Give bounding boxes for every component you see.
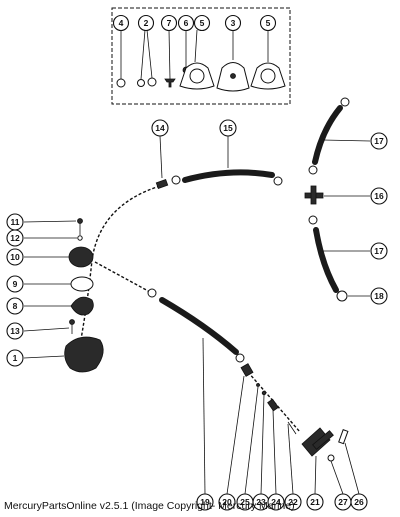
callout-3: 3 — [224, 14, 242, 32]
tee-fitting-16 — [304, 185, 324, 205]
svg-text:20: 20 — [222, 497, 232, 507]
pump-parts — [64, 218, 104, 373]
callout-27: 27 — [334, 493, 352, 511]
dashed-route-left — [79, 185, 161, 346]
callout-5a: 5 — [193, 14, 211, 32]
callout-7: 7 — [160, 14, 178, 32]
svg-text:23: 23 — [256, 497, 266, 507]
diaphragm-center — [230, 73, 236, 79]
svg-text:22: 22 — [288, 497, 298, 507]
svg-text:26: 26 — [354, 497, 364, 507]
copyright-footer: MercuryPartsOnline v2.5.1 (Image Copyrig… — [4, 500, 295, 512]
callout-21: 21 — [306, 493, 324, 511]
svg-text:12: 12 — [10, 233, 20, 243]
svg-text:2: 2 — [144, 18, 149, 28]
svg-text:27: 27 — [338, 497, 348, 507]
part-2-ball-b — [147, 77, 157, 87]
callout-8: 8 — [6, 297, 24, 315]
svg-text:6: 6 — [184, 18, 189, 28]
svg-text:24: 24 — [271, 497, 281, 507]
kit-parts — [116, 62, 286, 92]
svg-text:11: 11 — [11, 217, 20, 227]
callout-12: 12 — [6, 229, 24, 247]
callouts: 4 2 7 6 5 3 5 14 15 17 16 17 18 11 12 10… — [6, 14, 388, 511]
hose-19 — [159, 297, 239, 355]
svg-text:17: 17 — [374, 136, 384, 146]
svg-text:5: 5 — [266, 18, 271, 28]
callout-20: 20 — [218, 493, 236, 511]
hose-17-upper — [312, 105, 343, 165]
svg-text:17: 17 — [374, 246, 384, 256]
svg-text:19: 19 — [200, 497, 210, 507]
callout-19: 19 — [196, 493, 214, 511]
callout-22: 22 — [284, 493, 302, 511]
part-2-ball-a — [137, 79, 145, 87]
kit-box — [111, 7, 291, 105]
part-4-oring — [116, 78, 126, 88]
part-8-check-valve — [70, 296, 94, 316]
hose-17-lower — [313, 227, 339, 293]
svg-text:13: 13 — [10, 326, 20, 336]
callout-23: 23 — [252, 493, 270, 511]
svg-text:21: 21 — [310, 497, 320, 507]
svg-text:4: 4 — [119, 18, 124, 28]
callout-15: 15 — [219, 119, 237, 137]
part-9-oring — [70, 276, 94, 292]
svg-text:8: 8 — [13, 301, 18, 311]
callout-1: 1 — [6, 349, 24, 367]
callout-26: 26 — [350, 493, 368, 511]
svg-text:3: 3 — [231, 18, 236, 28]
fittings — [147, 97, 350, 412]
callout-10: 10 — [6, 248, 24, 266]
svg-text:10: 10 — [10, 252, 20, 262]
dashed-route-lower — [247, 371, 301, 433]
callout-14: 14 — [151, 119, 169, 137]
callout-2: 2 — [137, 14, 155, 32]
callout-13: 13 — [6, 322, 24, 340]
part-1-pump-body — [64, 336, 104, 373]
hose-15 — [182, 169, 275, 183]
svg-text:7: 7 — [167, 18, 172, 28]
svg-text:18: 18 — [374, 291, 384, 301]
gasket-b-hole — [260, 68, 276, 84]
part-7-valve — [164, 78, 176, 88]
callout-6: 6 — [177, 14, 195, 32]
callout-9: 9 — [6, 275, 24, 293]
part-21-filter — [287, 421, 349, 462]
svg-text:1: 1 — [13, 353, 18, 363]
dashed-route-mid — [94, 261, 151, 293]
callout-5b: 5 — [259, 14, 277, 32]
callout-11: 11 — [6, 213, 24, 231]
callout-18: 18 — [370, 287, 388, 305]
svg-text:16: 16 — [374, 191, 384, 201]
svg-text:25: 25 — [240, 497, 250, 507]
svg-text:5: 5 — [200, 18, 205, 28]
gasket-a-hole — [189, 68, 205, 84]
svg-text:9: 9 — [13, 279, 18, 289]
callout-16: 16 — [370, 187, 388, 205]
callout-17b: 17 — [370, 242, 388, 260]
callout-4: 4 — [112, 14, 130, 32]
callout-24: 24 — [267, 493, 285, 511]
callout-17a: 17 — [370, 132, 388, 150]
leader-lines — [23, 135, 371, 495]
svg-text:14: 14 — [155, 123, 165, 133]
part-10-cap — [68, 246, 94, 268]
kit-leader-lines — [120, 29, 269, 80]
svg-text:15: 15 — [223, 123, 233, 133]
